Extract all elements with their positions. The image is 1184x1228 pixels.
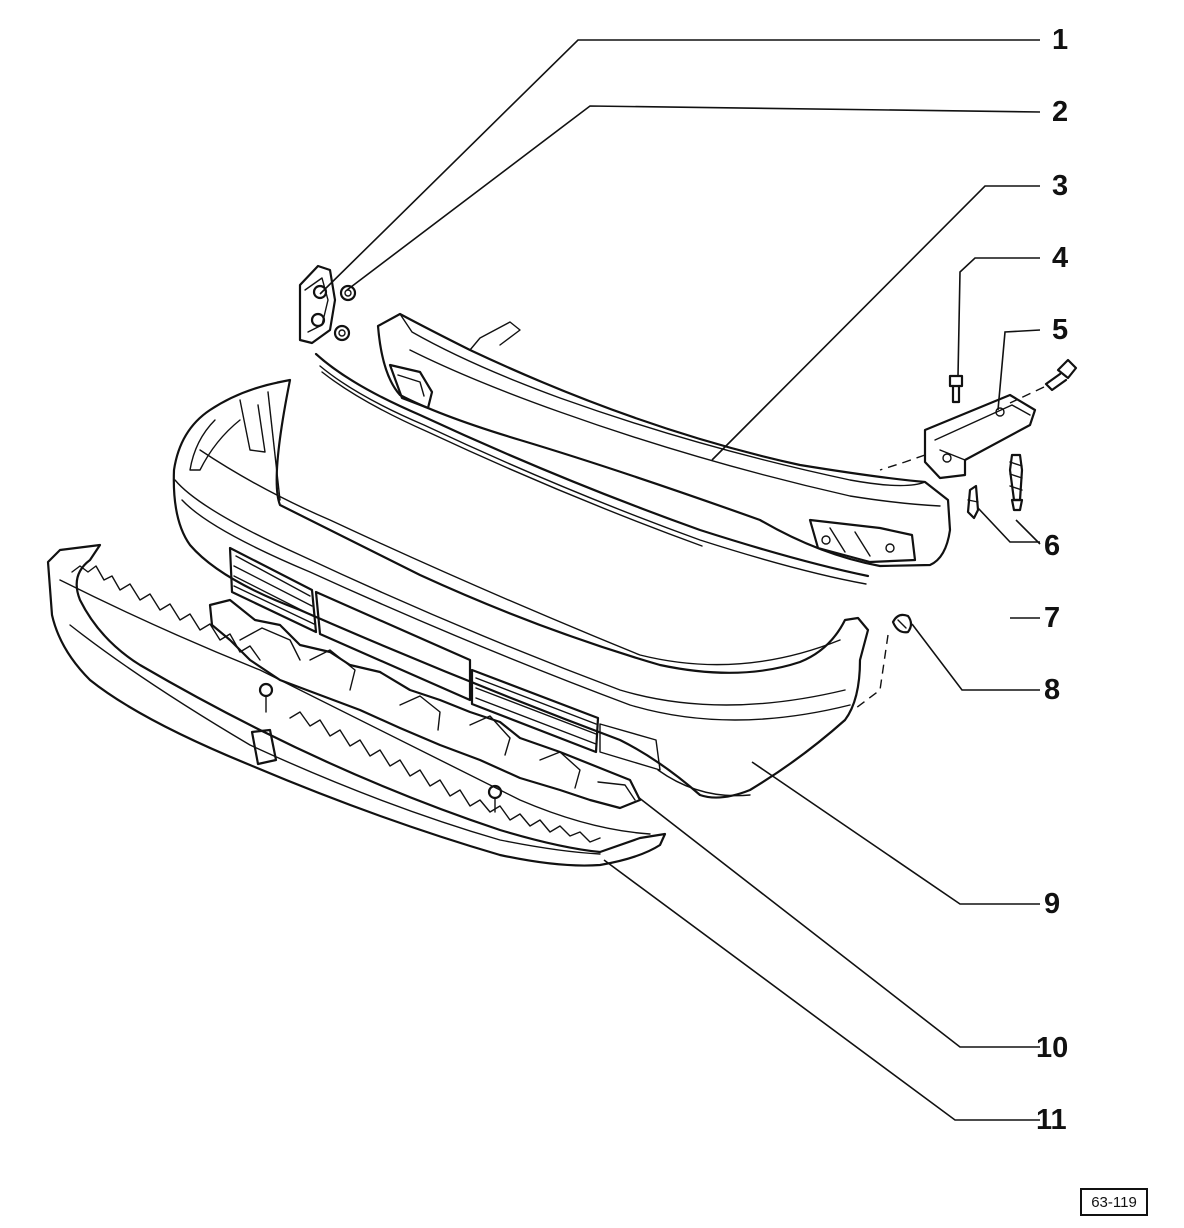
part-label-5: 5 bbox=[1052, 314, 1069, 346]
bumper-carrier-drawing bbox=[376, 312, 952, 568]
leader-lines bbox=[319, 39, 1041, 1121]
seal-strip-drawing bbox=[314, 352, 870, 585]
bolt-drawing bbox=[948, 374, 964, 404]
part-label-6: 6 bbox=[1044, 530, 1061, 562]
grille-insert-drawing bbox=[208, 598, 642, 810]
part-label-11: 11 bbox=[1036, 1104, 1067, 1136]
part-label-3: 3 bbox=[1052, 170, 1069, 202]
spoiler-drawing bbox=[46, 543, 667, 867]
part-label-4: 4 bbox=[1052, 242, 1069, 274]
part-label-10: 10 bbox=[1036, 1032, 1069, 1064]
part-label-9: 9 bbox=[1044, 888, 1061, 920]
part-label-7: 7 bbox=[1044, 602, 1061, 634]
screw-drawing bbox=[966, 453, 1024, 520]
bumper-cover-drawing bbox=[172, 378, 870, 799]
part-label-1: 1 bbox=[1052, 24, 1069, 56]
figure-reference-box: 63-119 bbox=[1080, 1188, 1148, 1216]
figure-reference-number: 63-119 bbox=[1091, 1193, 1137, 1211]
part-label-2: 2 bbox=[1052, 96, 1069, 128]
clip-nut-drawing bbox=[333, 284, 357, 342]
part-label-8: 8 bbox=[1044, 674, 1061, 706]
mounting-bracket-drawing bbox=[879, 358, 1078, 480]
clip-drawing bbox=[855, 613, 913, 709]
guide-bracket-drawing bbox=[298, 264, 337, 345]
